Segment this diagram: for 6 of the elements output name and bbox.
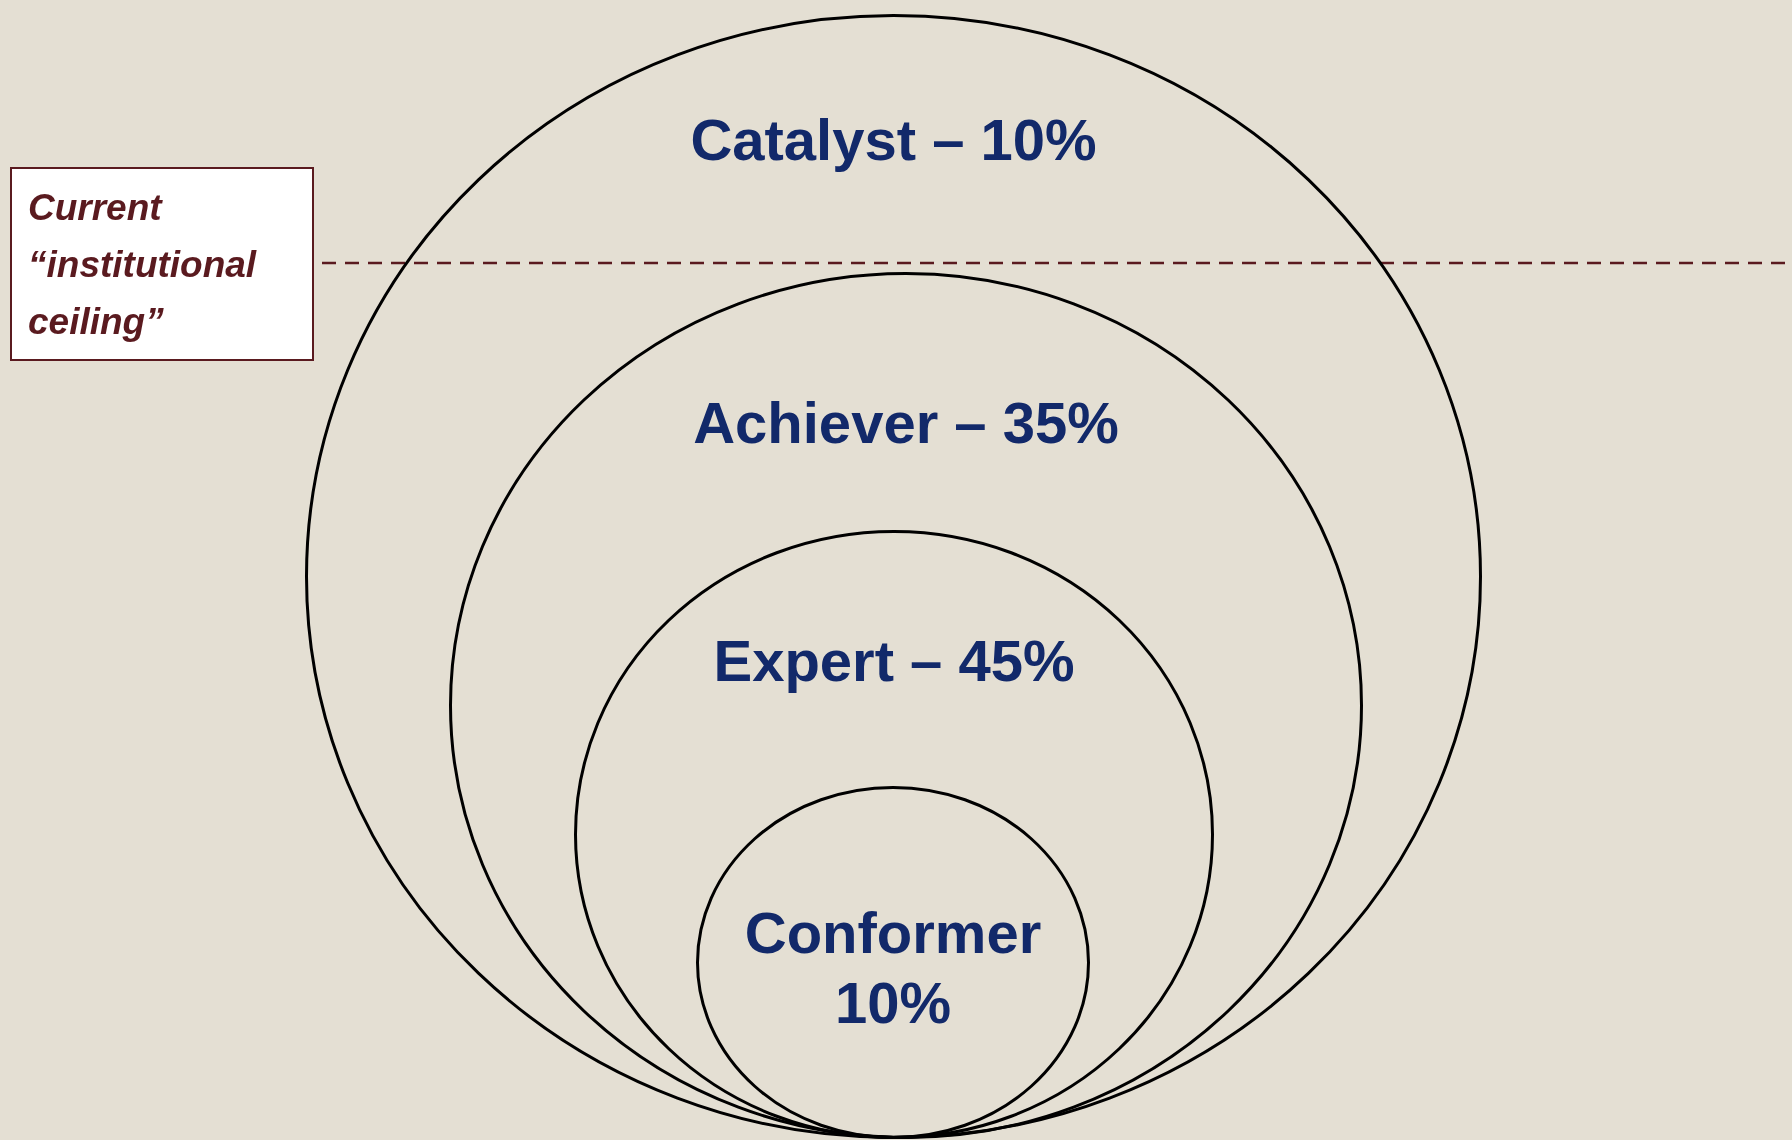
level-label: Achiever – 35%: [692, 389, 1120, 457]
level-label: Conformer 10%: [743, 899, 1043, 1037]
level-label: Expert – 45%: [712, 627, 1076, 695]
note-box: [10, 167, 314, 361]
level-label: Catalyst – 10%: [689, 106, 1098, 174]
ceiling-note: Current “institutional ceiling”: [28, 185, 258, 344]
